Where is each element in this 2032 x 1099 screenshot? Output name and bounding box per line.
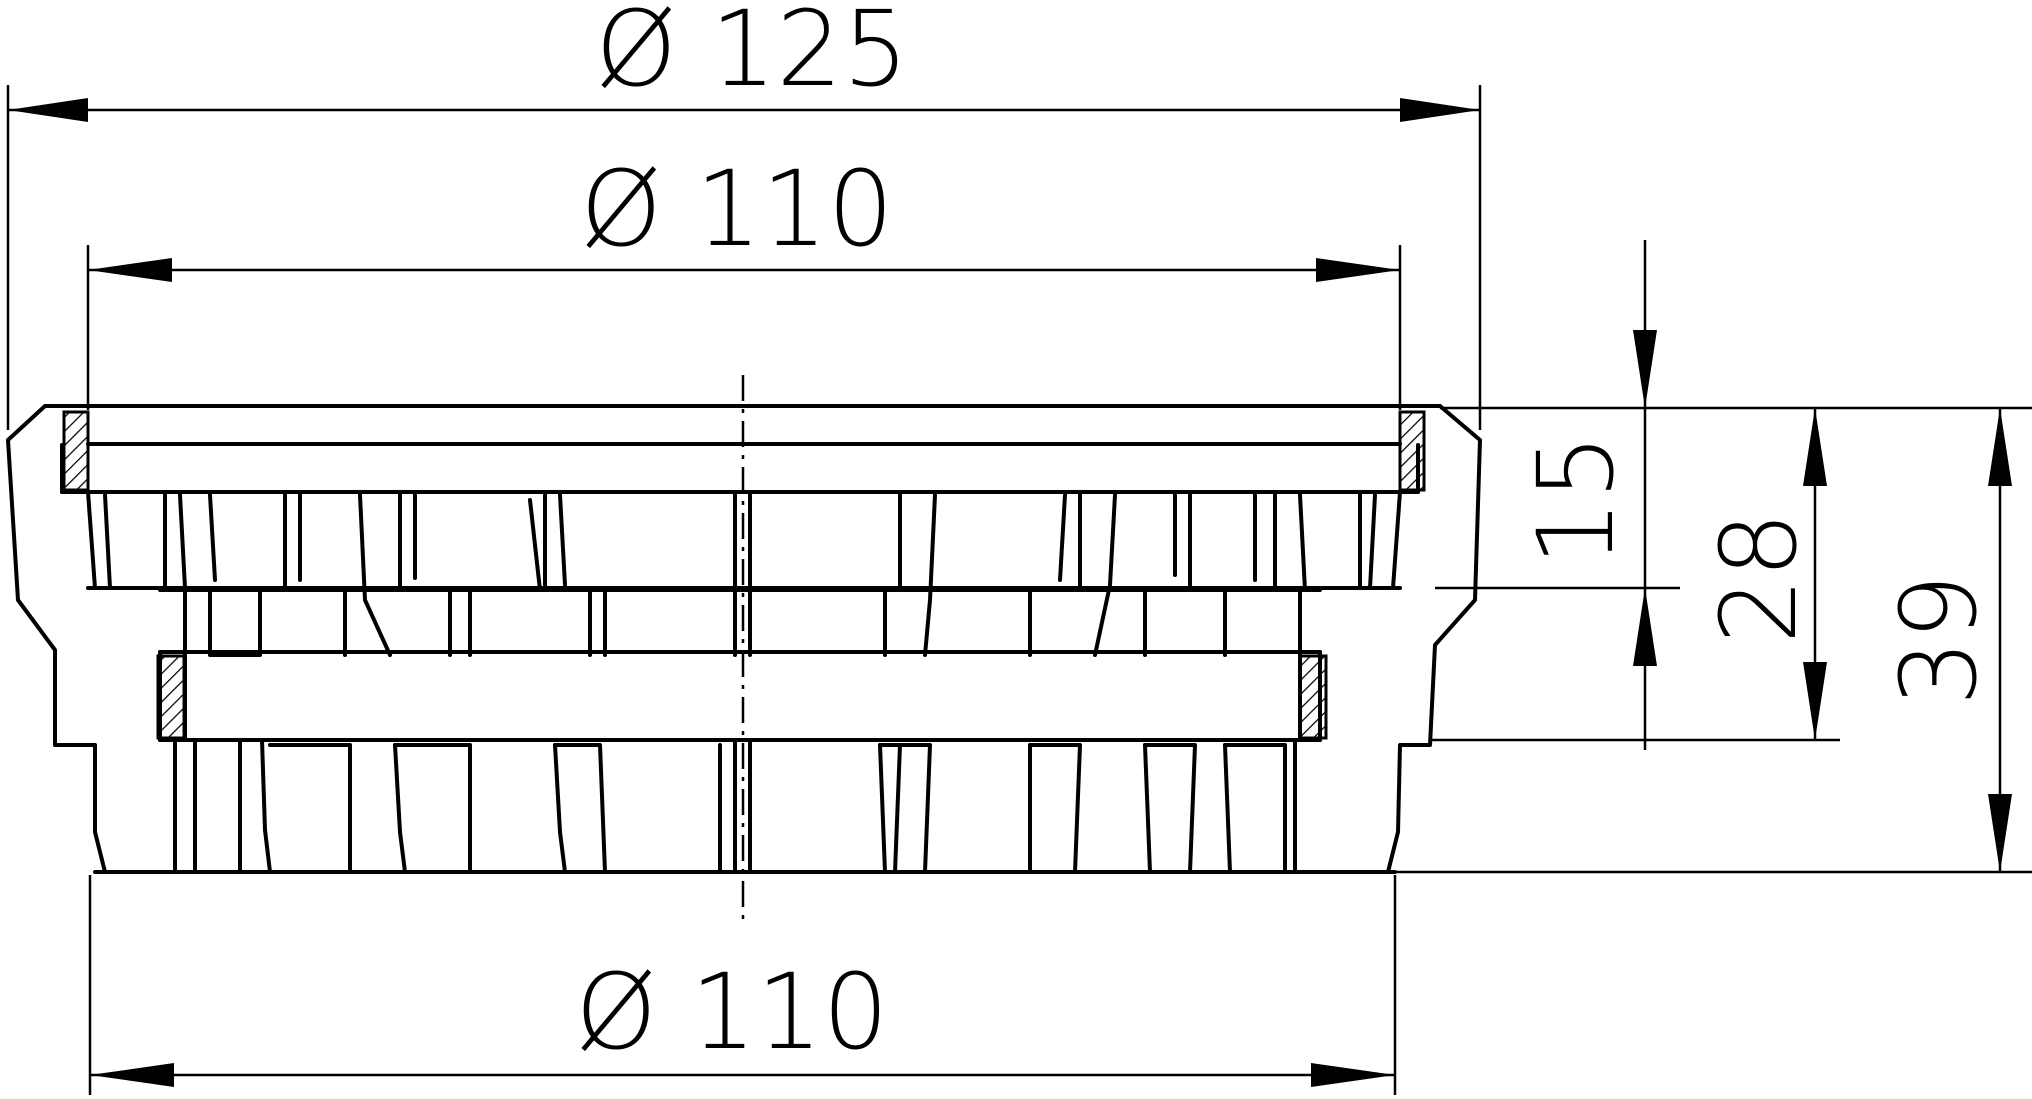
dimension-height-39-label: 39	[1878, 574, 2000, 706]
dimension-height-28-label: 28	[1698, 512, 1820, 644]
dimension-bottom-label: Ø 110	[575, 951, 888, 1073]
dimension-bottom: Ø 110	[88, 875, 1397, 1095]
dimension-height-15-label: 15	[1515, 434, 1637, 566]
part-outline	[6, 404, 1482, 874]
dimension-top-inner: Ø 110	[86, 148, 1402, 410]
height-dimensions: 15 28 39	[1395, 240, 2032, 874]
dimension-top-outer-label: Ø 125	[595, 0, 908, 110]
dimension-top-outer: Ø 125	[6, 0, 1482, 430]
dimension-top-inner-label: Ø 110	[580, 148, 893, 270]
